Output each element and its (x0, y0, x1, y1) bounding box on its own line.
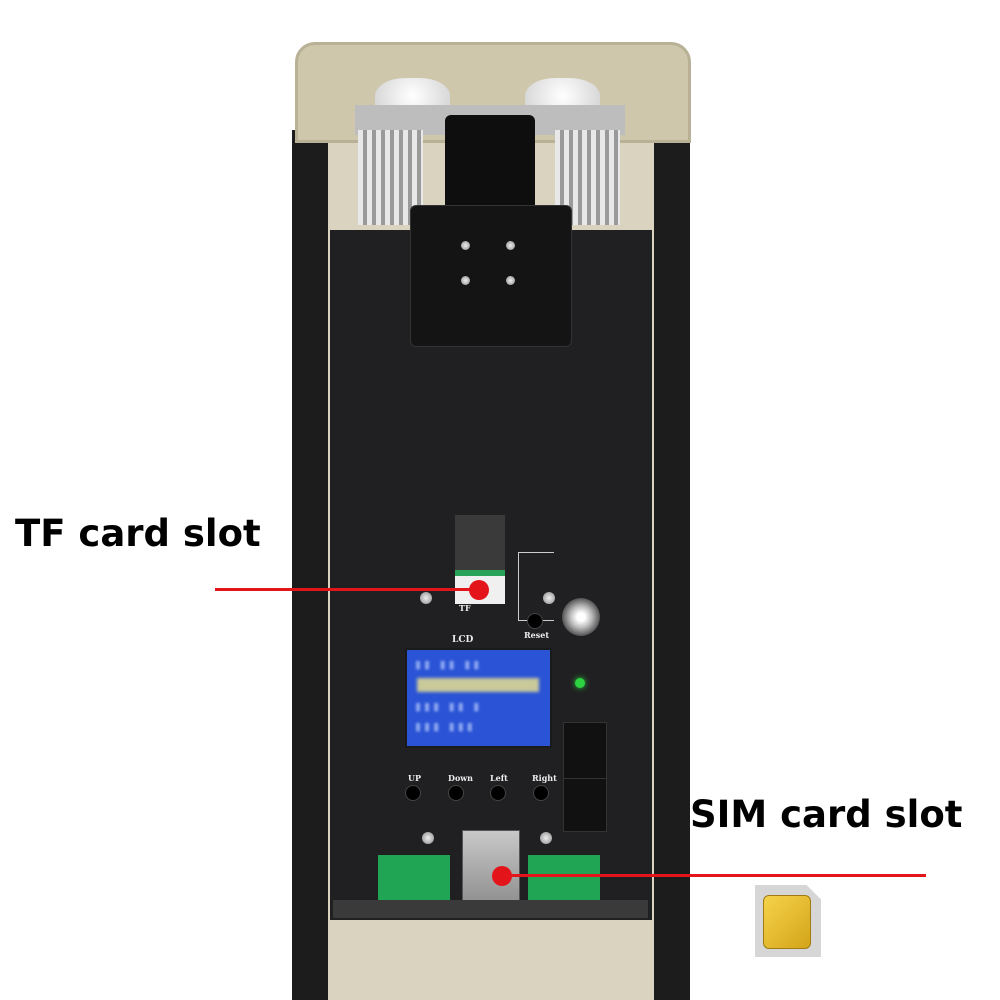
sim-card-icon (755, 885, 821, 957)
tf-label: TF (459, 603, 471, 613)
down-button[interactable] (448, 785, 464, 801)
right-label: Right (532, 773, 557, 783)
reset-bracket (518, 552, 554, 621)
screw (420, 592, 432, 604)
lens-barrel (445, 115, 535, 215)
lcd-screen: ▮▮ ▮▮ ▮▮ ▮▮▮ ▮▮ ▮ ▮▮▮ ▮▮▮ (405, 648, 552, 748)
tf-pointer-line (215, 588, 480, 591)
right-foam-strip (650, 130, 690, 1000)
up-label: UP (408, 773, 421, 783)
right-button[interactable] (533, 785, 549, 801)
sim-chip-icon (763, 895, 811, 949)
right-terminal-block (528, 855, 600, 903)
sim-pointer-dot (492, 866, 512, 886)
up-button[interactable] (405, 785, 421, 801)
lcd-highlight-row (417, 678, 539, 692)
lcd-row: ▮▮ ▮▮ ▮▮ (415, 658, 483, 671)
screw (540, 832, 552, 844)
lcd-label: LCD (452, 635, 474, 645)
status-led (575, 678, 585, 688)
screw (461, 276, 470, 285)
lcd-row: ▮▮▮ ▮▮ ▮ (415, 700, 483, 713)
screw (461, 241, 470, 250)
bnc-connector (562, 598, 600, 636)
lcd-row: ▮▮▮ ▮▮▮ (415, 720, 476, 733)
down-label: Down (448, 773, 473, 783)
left-terminal-block (378, 855, 450, 903)
sim-card-slot[interactable] (462, 830, 520, 912)
relay-1 (563, 722, 607, 779)
camera-module (410, 205, 572, 347)
left-label: Left (490, 773, 508, 783)
reset-label: Reset (524, 630, 550, 640)
screw (422, 832, 434, 844)
left-button[interactable] (490, 785, 506, 801)
left-foam-strip (292, 130, 332, 1000)
bottom-rail (333, 900, 648, 918)
sim-pointer-line (500, 874, 926, 877)
tf-pointer-dot (469, 580, 489, 600)
screw (543, 592, 555, 604)
tf-card-slot-label: TF card slot (15, 512, 261, 555)
screw (506, 276, 515, 285)
relay-2 (563, 778, 607, 832)
sim-card-slot-label: SIM card slot (690, 793, 963, 836)
reset-button[interactable] (527, 613, 543, 629)
screw (506, 241, 515, 250)
